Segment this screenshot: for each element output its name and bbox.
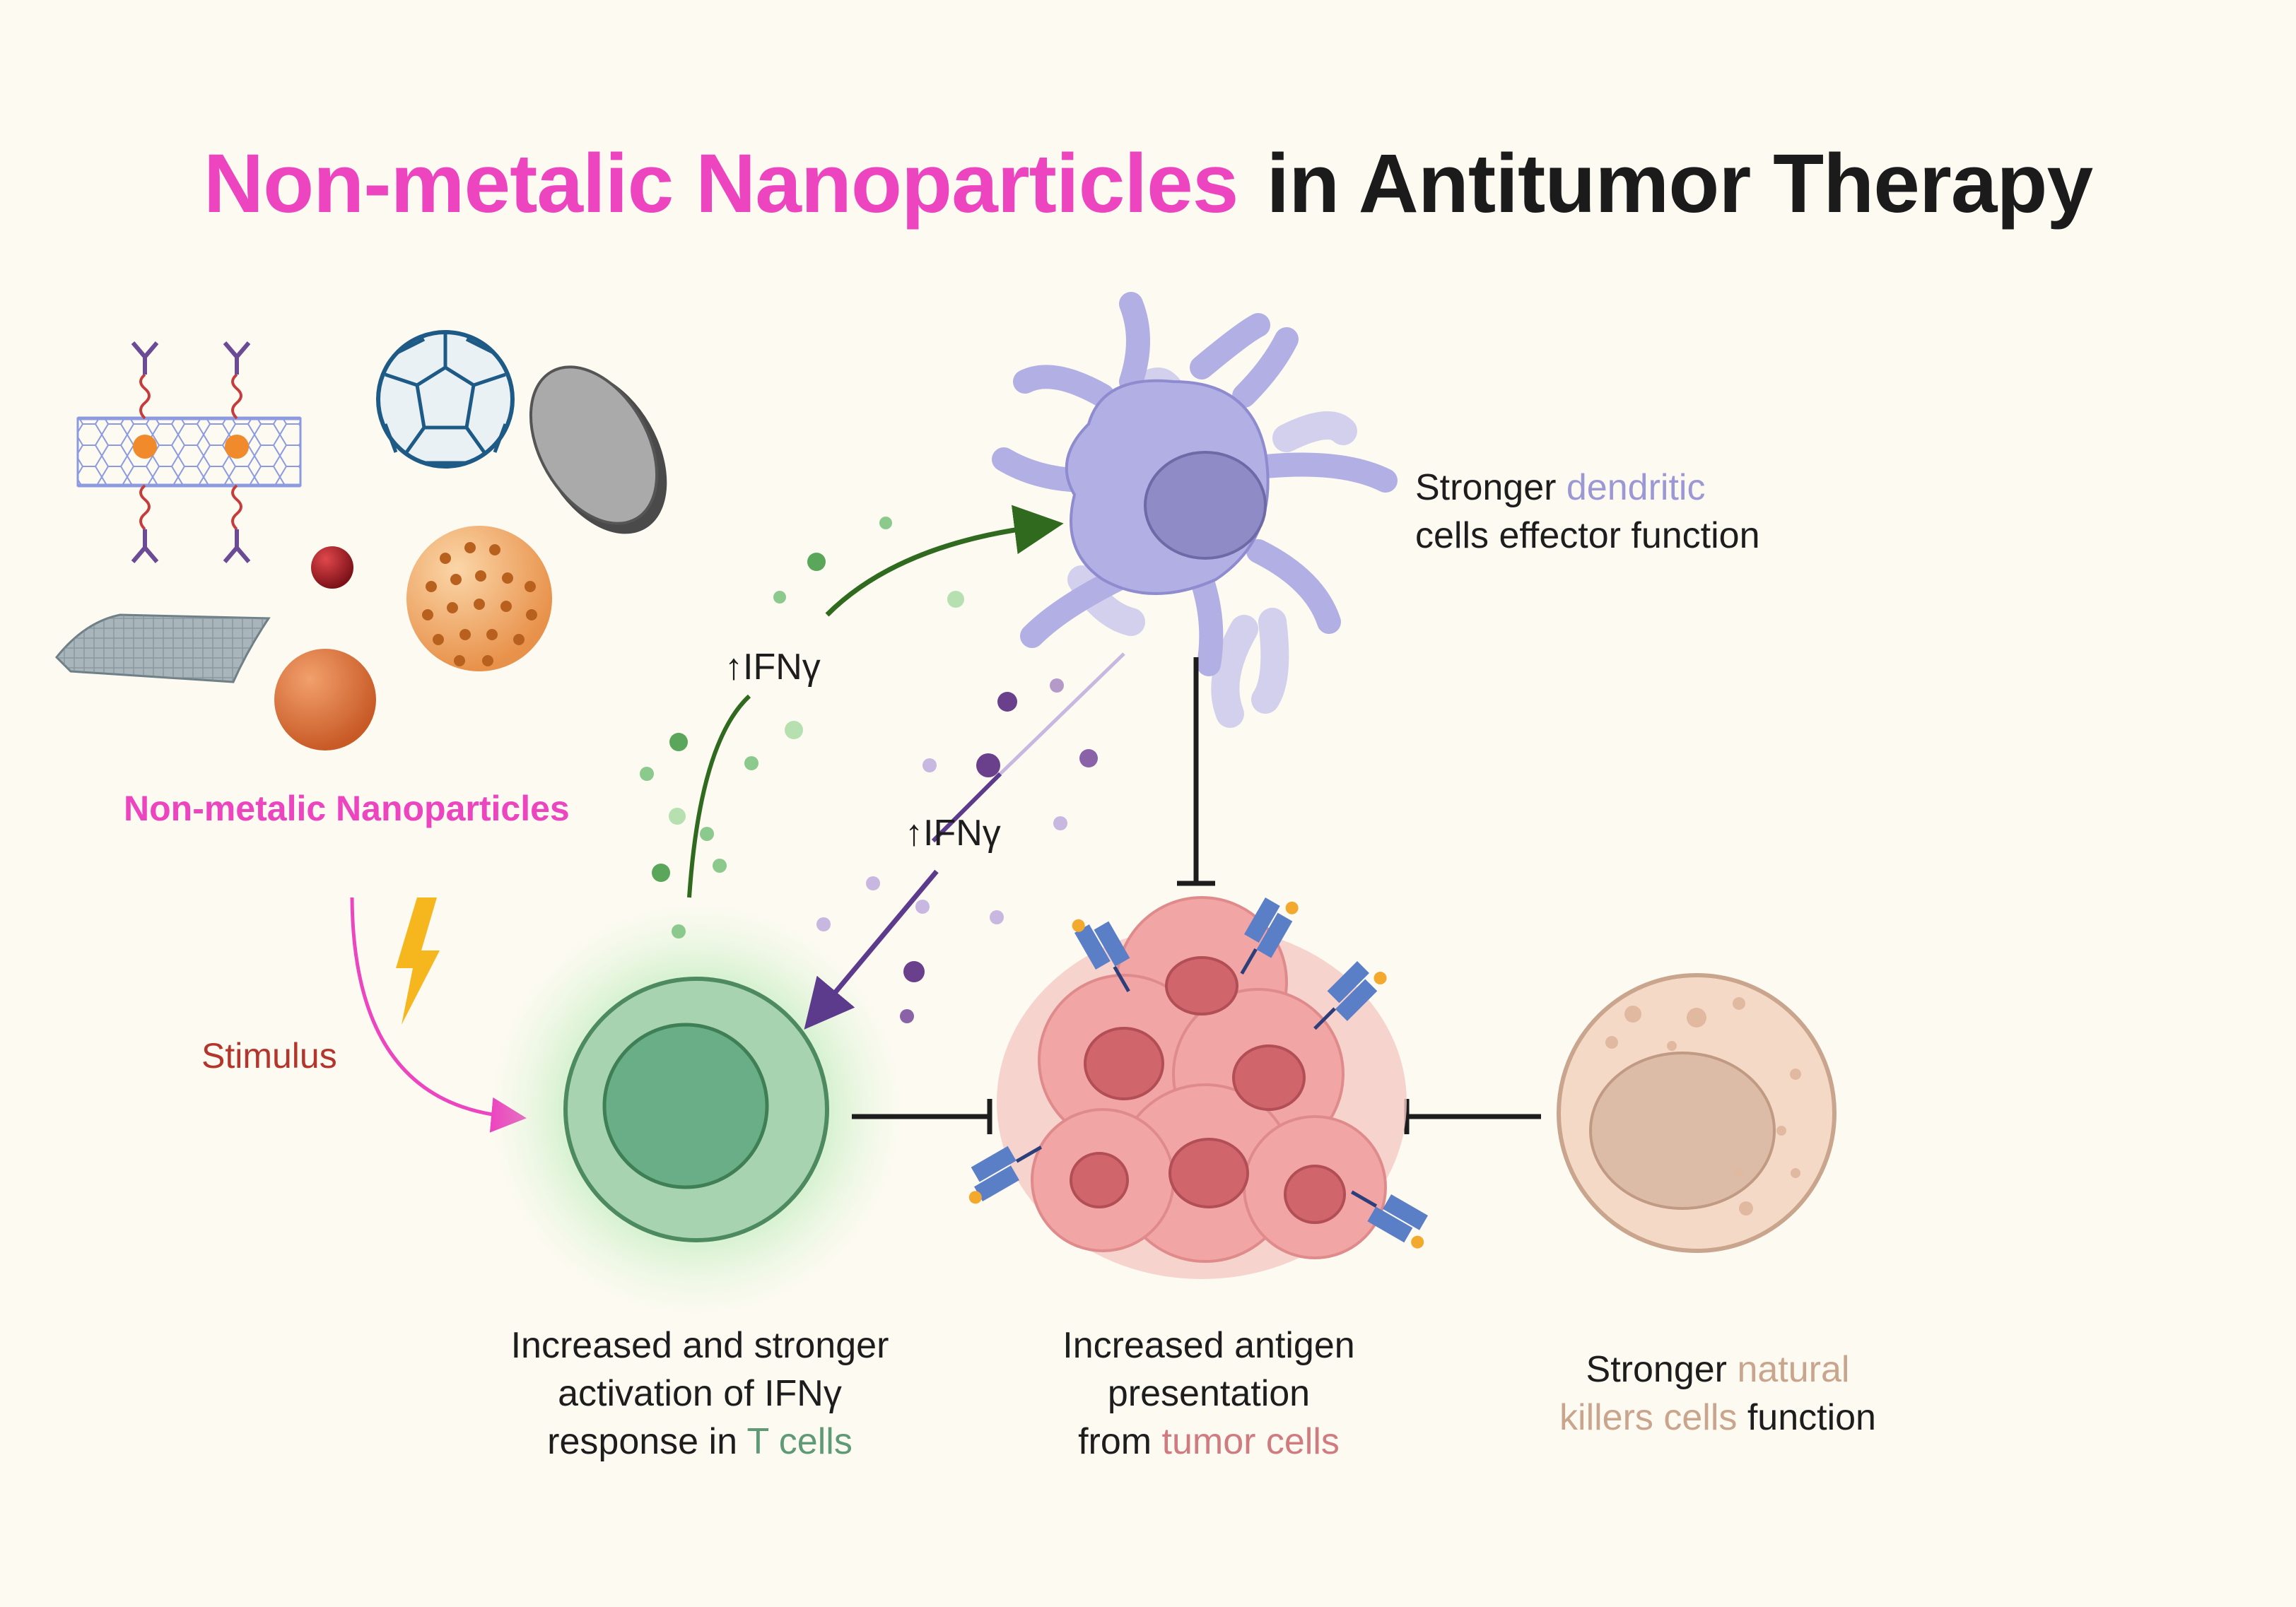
t-cell-line2: activation of IFNγ — [558, 1373, 842, 1414]
tumor-line3-pre: from — [1078, 1421, 1162, 1462]
title-rest: in Antitumor Therapy — [1266, 137, 2093, 230]
green-particles — [640, 517, 964, 938]
title-highlight: Non-metalic Nanoparticles — [203, 137, 1238, 230]
nk-line1-highlight: natural — [1737, 1349, 1850, 1390]
t-cell-line1: Increased and stronger — [510, 1325, 889, 1366]
tumor-line1: Increased antigen — [1062, 1325, 1355, 1366]
green-arrow-upper — [825, 505, 1064, 617]
t-cell-caption: Increased and stronger activation of IFN… — [445, 1321, 954, 1466]
stimulus-arrow — [350, 897, 527, 1133]
purple-arrow-lower — [804, 869, 939, 1030]
tumor-highlight: tumor cells — [1161, 1421, 1340, 1462]
t-cell-icon — [491, 905, 901, 1314]
fullerene-icon — [376, 330, 515, 469]
graphite-disk-icon — [529, 365, 667, 534]
red-nanoparticle-icon — [311, 546, 353, 589]
t-cell-highlight: T cells — [746, 1421, 853, 1462]
nk-cell-icon — [1557, 973, 1837, 1253]
dendritic-line2: cells effector function — [1415, 515, 1760, 556]
carbon-nanotube-icon — [76, 341, 302, 563]
tumor-cluster-icon — [997, 896, 1407, 1279]
tumor-line2: presentation — [1107, 1373, 1311, 1414]
mhc-receptor-icons — [968, 897, 1428, 1249]
purple-arrow-upper — [931, 772, 1002, 843]
dendritic-pre: Stronger — [1415, 467, 1566, 508]
t-cell-line3-pre: response in — [547, 1421, 747, 1462]
tumor-caption: Increased antigen presentation from tumo… — [990, 1321, 1428, 1466]
porous-sphere-icon — [406, 526, 552, 671]
orange-sphere-icon — [274, 649, 376, 750]
nk-line2-post: function — [1737, 1397, 1876, 1438]
nanoparticles-label: Non-metalic Nanoparticles — [124, 789, 570, 828]
purple-arrow-faded — [999, 652, 1125, 775]
graphene-sheet-icon — [54, 613, 271, 683]
ifn-label-upper: ↑IFNγ — [725, 647, 821, 688]
page-title: Non-metalic Nanoparticles in Antitumor Th… — [0, 134, 2296, 233]
purple-particles — [816, 678, 1098, 1023]
lightning-bolt-icon — [396, 897, 440, 1025]
nk-line2-highlight: killers cells — [1559, 1397, 1738, 1438]
dendritic-caption: Stronger dendritic cells effector functi… — [1415, 464, 1760, 560]
ifn-label-lower: ↑IFNγ — [905, 813, 1001, 854]
stimulus-label: Stimulus — [201, 1036, 337, 1076]
green-arrow-lower — [687, 694, 751, 898]
nk-caption: Stronger natural killers cells function — [1492, 1346, 1944, 1442]
dendritic-highlight: dendritic — [1566, 467, 1706, 508]
nk-line1-pre: Stronger — [1586, 1349, 1738, 1390]
dendritic-cell-icon — [992, 292, 1398, 728]
